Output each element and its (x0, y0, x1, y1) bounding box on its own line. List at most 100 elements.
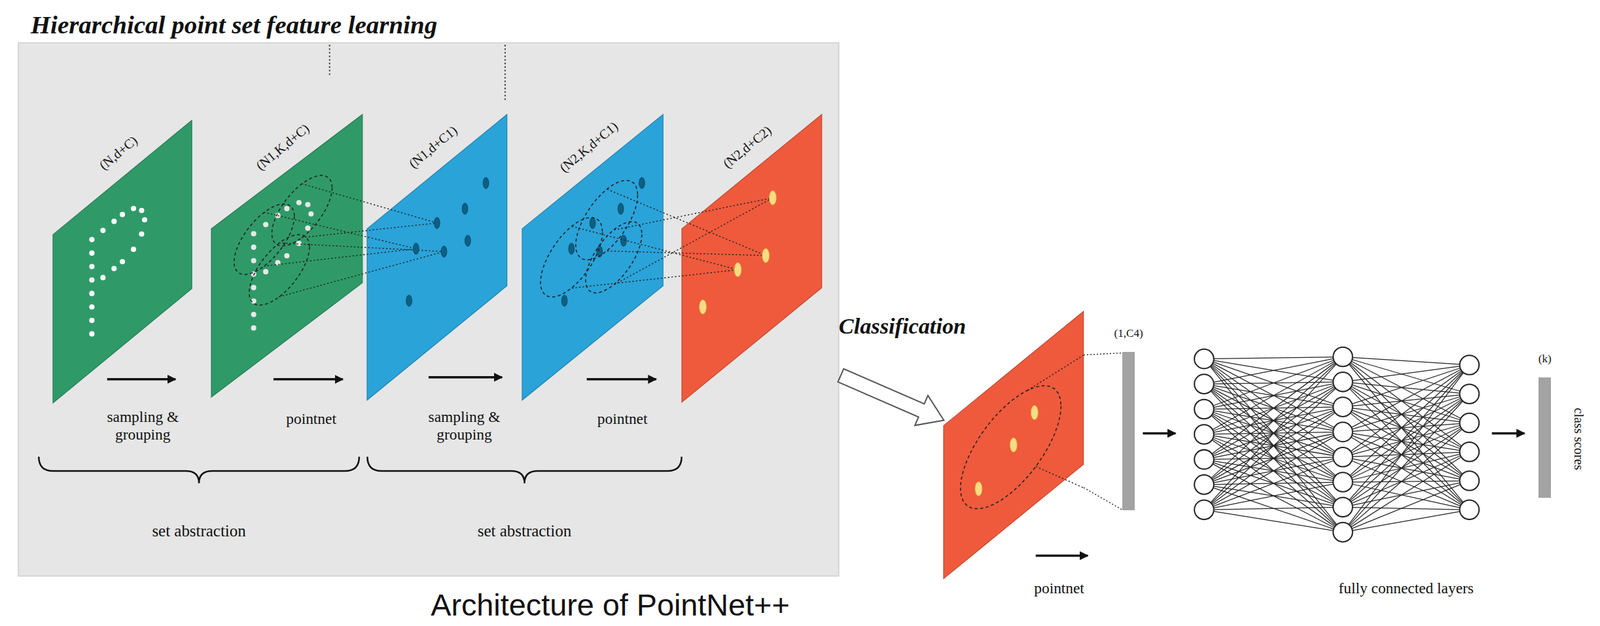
operation-label: pointnet (597, 410, 648, 428)
centroid-point (621, 234, 627, 247)
point (284, 205, 290, 211)
point (88, 304, 95, 310)
centroid-point (568, 242, 575, 254)
point (284, 253, 290, 259)
point (130, 206, 137, 212)
point (138, 231, 144, 237)
step-arrow (273, 378, 343, 381)
neuron (1194, 399, 1214, 420)
network-link (1342, 365, 1470, 533)
leader-line (329, 45, 331, 76)
section-title: Classification (838, 313, 966, 339)
panel-ground (18, 42, 839, 576)
grouping-line (301, 183, 438, 223)
point (138, 208, 144, 214)
point (308, 211, 314, 217)
point (142, 217, 148, 223)
stage-label: set abstraction (151, 522, 246, 542)
network-link (1204, 507, 1343, 510)
neuron (1194, 374, 1214, 394)
network-link (1204, 484, 1343, 533)
point (250, 311, 256, 317)
centroid-point (562, 295, 569, 307)
network-link (1342, 357, 1470, 482)
grouping-line (606, 250, 765, 256)
pooling-line (1028, 355, 1084, 391)
network-link (1204, 431, 1343, 510)
step-arrow (107, 378, 176, 381)
plane-shape (53, 120, 192, 404)
neuron (1459, 500, 1480, 521)
step-arrow (428, 376, 502, 379)
centroid-point (1010, 437, 1018, 453)
point (263, 268, 269, 275)
neuron (1194, 424, 1214, 445)
network-link (1204, 357, 1343, 360)
centroid-point (465, 234, 472, 247)
point (304, 201, 311, 207)
section-title: Hierarchical point set feature learning (30, 10, 438, 40)
grouping-line (571, 269, 738, 288)
grouping-region (248, 234, 309, 305)
global-region (960, 385, 1062, 509)
pooling-connector (1083, 353, 1123, 511)
neuron (1333, 397, 1353, 417)
point (296, 240, 302, 247)
point (250, 244, 256, 250)
network-link (1342, 480, 1470, 533)
dimension-label: (k) (1538, 352, 1552, 366)
figure-caption: Architecture of PointNet++ (430, 589, 790, 622)
point (88, 318, 95, 324)
network-link (1204, 434, 1343, 533)
plane-face (522, 114, 663, 401)
operation-label: sampling & grouping (91, 408, 194, 444)
network-link (1204, 482, 1343, 510)
centroid-point (483, 177, 490, 189)
plane-shape (943, 311, 1084, 580)
neuron (1459, 442, 1480, 463)
brace (38, 456, 360, 484)
step-arrow (586, 378, 657, 381)
network-link (1342, 407, 1470, 453)
centroid-point (1031, 405, 1039, 420)
network-link (1204, 457, 1343, 511)
plane-face (367, 114, 508, 401)
neuron (1459, 471, 1480, 491)
plane-face (943, 311, 1084, 580)
network-link (1204, 357, 1343, 511)
centroid-point (761, 248, 769, 263)
point (88, 263, 95, 269)
network-link (1342, 393, 1470, 533)
plane-face (53, 120, 192, 404)
point-set-plane: (N2,d+C2) (681, 114, 822, 403)
network-link (1342, 365, 1470, 383)
centroid-point (618, 202, 625, 214)
centroid-point (413, 242, 420, 254)
grouping-region (233, 203, 294, 275)
point-set-plane: (N1,K,d+C) (211, 114, 363, 398)
point (263, 221, 269, 228)
point-set-plane: (N1,d+C1) (367, 114, 508, 401)
grouping-line (301, 223, 438, 238)
grouping-region (575, 179, 639, 260)
class-score-bar: (k) (1538, 377, 1551, 498)
point (100, 227, 106, 233)
grouping-region (585, 221, 642, 293)
network-link (1342, 423, 1470, 533)
grouping-region (540, 217, 603, 298)
neuron (1333, 447, 1353, 468)
operation-label: sampling & grouping (413, 408, 516, 444)
plane-shape (681, 114, 822, 403)
plane-shape (367, 114, 508, 401)
network-link (1342, 423, 1470, 483)
network-link (1342, 365, 1470, 432)
network-link (1342, 452, 1470, 533)
network-link (1342, 382, 1470, 453)
dimension-label: (1,C4) (1113, 327, 1143, 341)
network-link (1342, 509, 1470, 533)
operation-label: pointnet (1033, 579, 1085, 598)
centroid-point (441, 246, 447, 258)
network-link (1204, 384, 1343, 533)
grouping-line (613, 197, 773, 230)
grouping-line (613, 197, 773, 285)
